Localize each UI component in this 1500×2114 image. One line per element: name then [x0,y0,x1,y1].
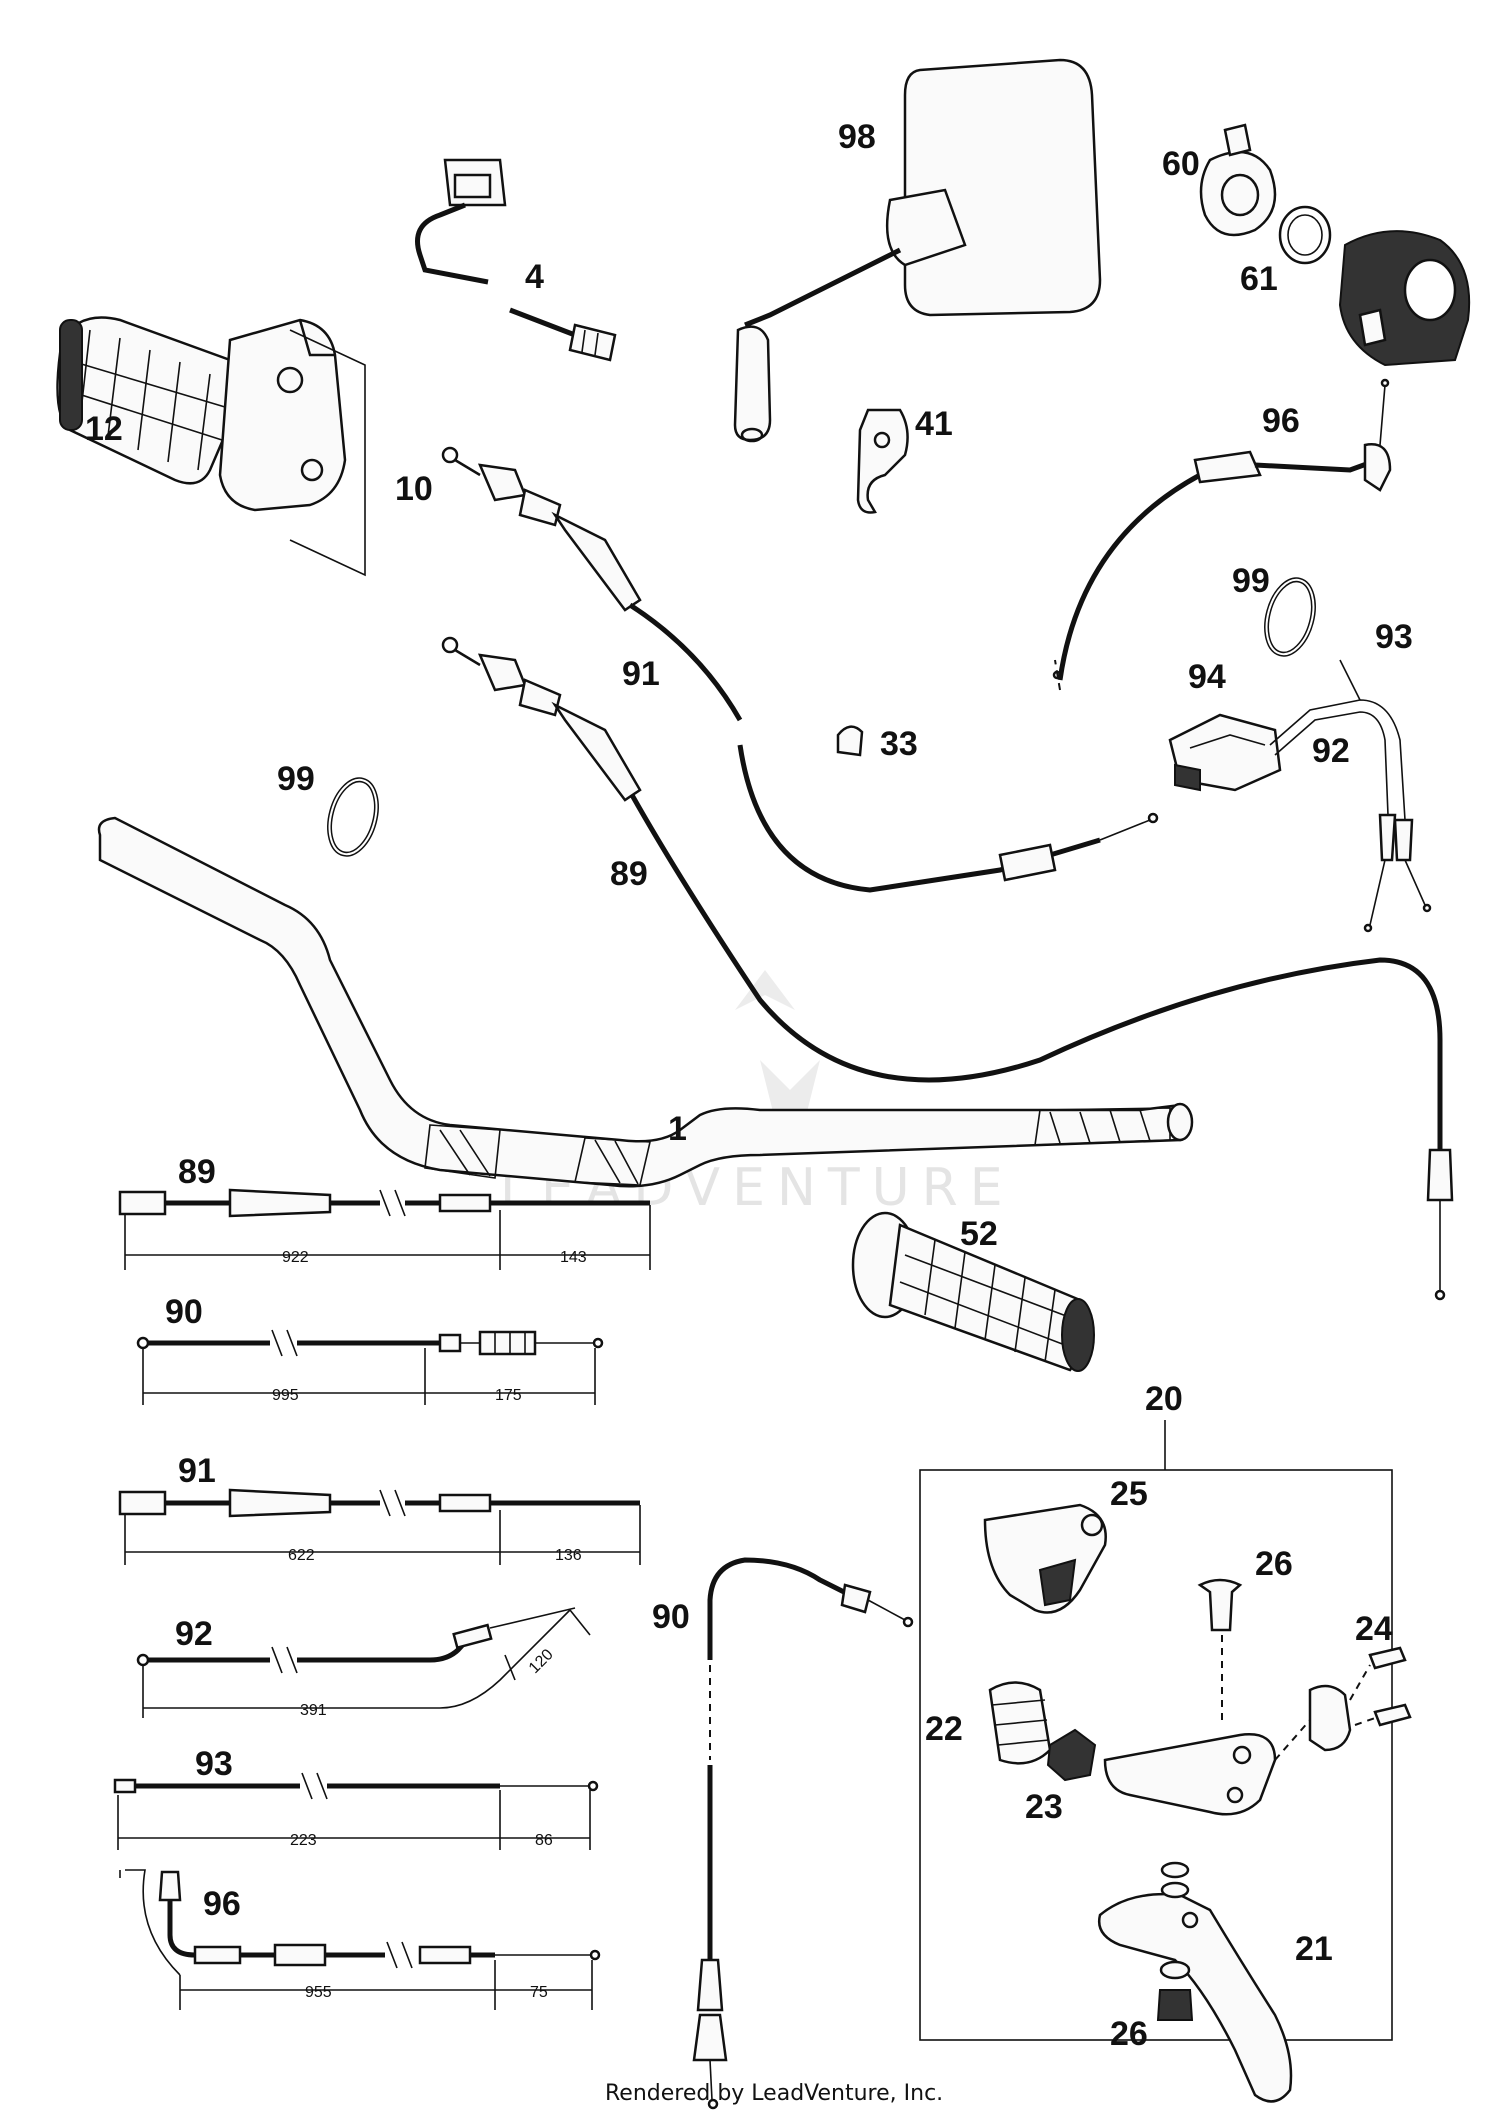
switch-housing[interactable] [1338,230,1471,367]
part-24-clamp-screw-upper[interactable] [1368,1646,1407,1670]
callout-41: 41 [915,405,953,443]
cable-spec-90: 995 175 [136,1329,604,1405]
part-26-pivot-bolt[interactable] [1197,1578,1243,1632]
part-91-cable-routed[interactable] [441,446,1159,893]
callout-60: 60 [1162,145,1200,183]
cable-89-dim-end: 143 [560,1249,587,1266]
callout-90-routed: 90 [652,1598,690,1636]
cable-90-dim-end: 175 [495,1387,522,1404]
cable-93-dim-end: 86 [535,1832,553,1849]
callout-96: 96 [1262,402,1300,440]
callout-24: 24 [1355,1610,1393,1648]
part-98-mirror[interactable] [733,58,1102,443]
part-10-throttle-housing[interactable] [218,318,366,577]
callout-52: 52 [960,1215,998,1253]
part-24-clamp-screw-lower[interactable] [1373,1703,1412,1727]
callout-33: 33 [880,725,918,763]
part-41-mirror-clamp[interactable] [856,408,909,514]
part-4-kill-switch[interactable] [415,158,617,362]
part-60-throttle-cam[interactable] [1199,123,1277,237]
callout-61: 61 [1240,260,1278,298]
part-26-pivot-nut[interactable] [1156,1989,1194,2021]
callout-23: 23 [1025,1788,1063,1826]
callout-cable-93: 93 [195,1745,233,1783]
callout-12: 12 [85,410,123,448]
part-20-clutch-assembly[interactable] [919,1420,1412,2103]
part-1-handlebar[interactable] [97,816,1194,1188]
callout-20: 20 [1145,1380,1183,1418]
part-52-grip[interactable] [851,1211,1095,1372]
callout-94: 94 [1188,658,1226,696]
callout-10: 10 [395,470,433,508]
callout-99-lower: 99 [277,760,315,798]
part-23-adjuster-knob[interactable] [1046,1728,1097,1782]
cable-92-dim-main: 391 [300,1702,327,1719]
part-90-cable-routed[interactable] [692,1557,914,2110]
cable-92-dim-end: 120 [526,1646,557,1677]
callout-cable-91: 91 [178,1452,216,1490]
part-96-cable-assembly[interactable] [1052,378,1392,691]
cable-91-dim-end: 136 [555,1547,582,1564]
callout-26-lower: 26 [1110,2015,1148,2053]
cable-91-dim-main: 622 [288,1547,315,1564]
callout-98: 98 [838,118,876,156]
cable-96-dim-end: 75 [530,1984,548,2001]
part-99-clamp-lower[interactable] [322,775,384,860]
cable-spec-89: 922 143 [118,1188,651,1270]
callout-89: 89 [610,855,648,893]
callout-93: 93 [1375,618,1413,656]
callout-92: 92 [1312,732,1350,770]
callout-cable-90: 90 [165,1293,203,1331]
cable-spec-96: 955 75 [119,1869,601,2010]
callout-cable-89: 89 [178,1153,216,1191]
callout-26-upper: 26 [1255,1545,1293,1583]
callout-91: 91 [622,655,660,693]
callout-cable-96: 96 [203,1885,241,1923]
callout-99-upper: 99 [1232,562,1270,600]
callout-22: 22 [925,1710,963,1748]
cable-89-dim-main: 922 [282,1249,309,1266]
part-92-93-throttle-cables[interactable] [1269,659,1432,933]
callout-21: 21 [1295,1930,1333,1968]
part-99-clamp-upper[interactable] [1259,575,1321,660]
part-61-washer[interactable] [1278,205,1332,265]
part-89-cable-routed[interactable] [441,636,1454,1301]
part-94-cable-junction[interactable] [1168,713,1282,792]
cable-96-dim-main: 955 [305,1984,332,2001]
cable-93-dim-main: 223 [290,1832,317,1849]
cable-spec-93: 223 86 [113,1772,599,1850]
cable-spec-91: 622 136 [118,1488,641,1565]
callout-labels: 1 4 10 12 20 21 22 23 24 25 26 26 33 41 … [85,118,1413,2053]
footer-credit: Rendered by LeadVenture, Inc. [605,2081,943,2106]
callout-cable-92: 92 [175,1615,213,1653]
callout-4: 4 [525,258,544,296]
cable-90-dim-main: 995 [272,1387,299,1404]
callout-25: 25 [1110,1475,1148,1513]
part-33-cap[interactable] [836,725,864,757]
callout-1: 1 [668,1110,687,1148]
part-12-throttle-grip[interactable] [56,316,245,485]
